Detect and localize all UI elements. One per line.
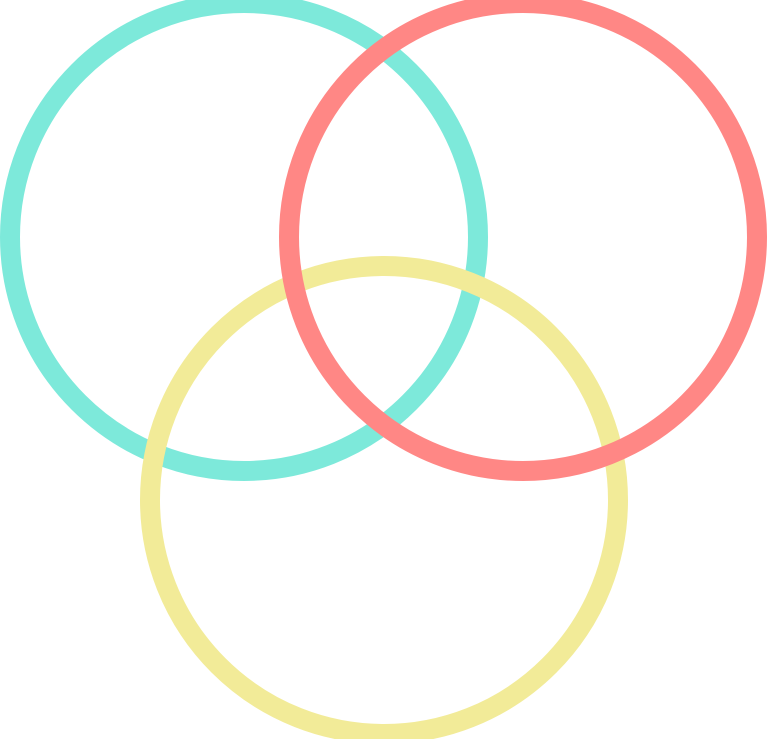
- teal-circle: [0, 0, 488, 481]
- red-circle: [279, 0, 767, 481]
- yellow-circle: [140, 256, 628, 739]
